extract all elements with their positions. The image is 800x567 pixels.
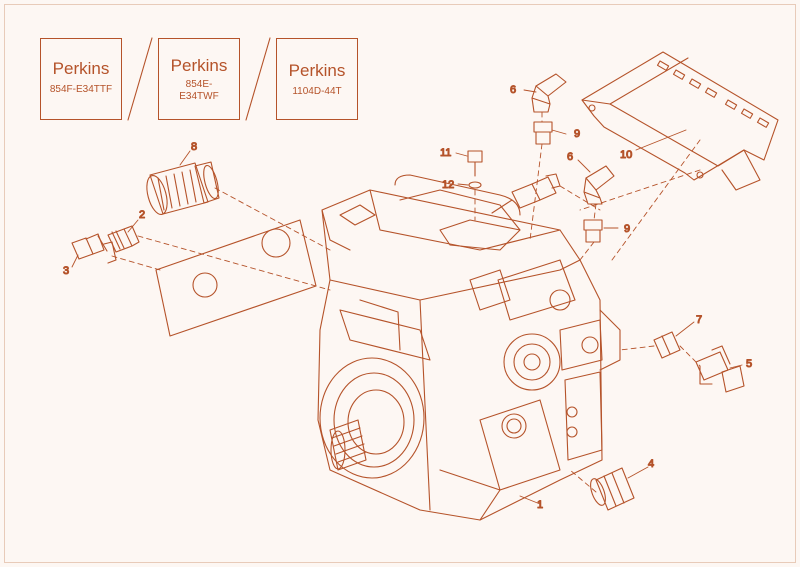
separator-slash [127,37,153,121]
part-9-fitting [533,121,553,145]
engine-variant-box[interactable]: Perkins 854E- E34TWF [158,38,240,120]
callout-6: 6 [567,151,573,163]
part-5-tee [695,345,745,393]
part-8-fitting [146,161,220,216]
electrical-connector [491,173,561,214]
engine-brand-label: Perkins [170,56,228,75]
part-11-bolt [467,150,483,177]
engine-model-label: 854F-E34TTF [49,84,113,95]
callout-3: 3 [63,265,69,277]
gasket-plate [155,219,317,337]
engine-model-label: 854E- E34TWF [179,79,219,102]
part-7-fitting [653,331,681,359]
part-10-cover [581,51,779,191]
part-4-fitting [590,467,635,511]
callout-8: 8 [191,141,197,153]
callout-9: 9 [624,223,630,235]
input-shaft-flange [319,357,425,479]
callout-1: 1 [537,499,543,511]
separator-slash [245,37,271,121]
callout-11: 11 [440,147,451,159]
part-1-pump-body [317,174,621,521]
part-2-fitting [107,225,140,253]
engine-variant-box[interactable]: Perkins 854F-E34TTF [40,38,122,120]
callout-12: 12 [442,179,454,191]
engine-brand-label: Perkins [52,59,110,78]
part-3-fitting [71,233,117,264]
callout-2: 2 [139,209,145,221]
callout-4: 4 [648,458,654,470]
assembly-guide-lines [111,111,701,493]
engine-brand-label: Perkins [288,61,346,80]
callout-leaders [71,89,743,505]
part-6-elbow [583,165,615,205]
engine-variant-box[interactable]: Perkins 1104D-44T [276,38,358,120]
callout-5: 5 [746,358,752,370]
callout-7: 7 [696,314,702,326]
part-9-fitting [583,219,603,243]
callout-9: 9 [574,128,580,140]
engine-model-label: 1104D-44T [292,86,342,97]
callout-10: 10 [620,149,632,161]
part-12-washer [468,181,482,189]
callout-6: 6 [510,84,516,96]
part-6-elbow [531,73,567,113]
control-valve-assembly [501,289,599,439]
diagram-frame [4,4,796,563]
